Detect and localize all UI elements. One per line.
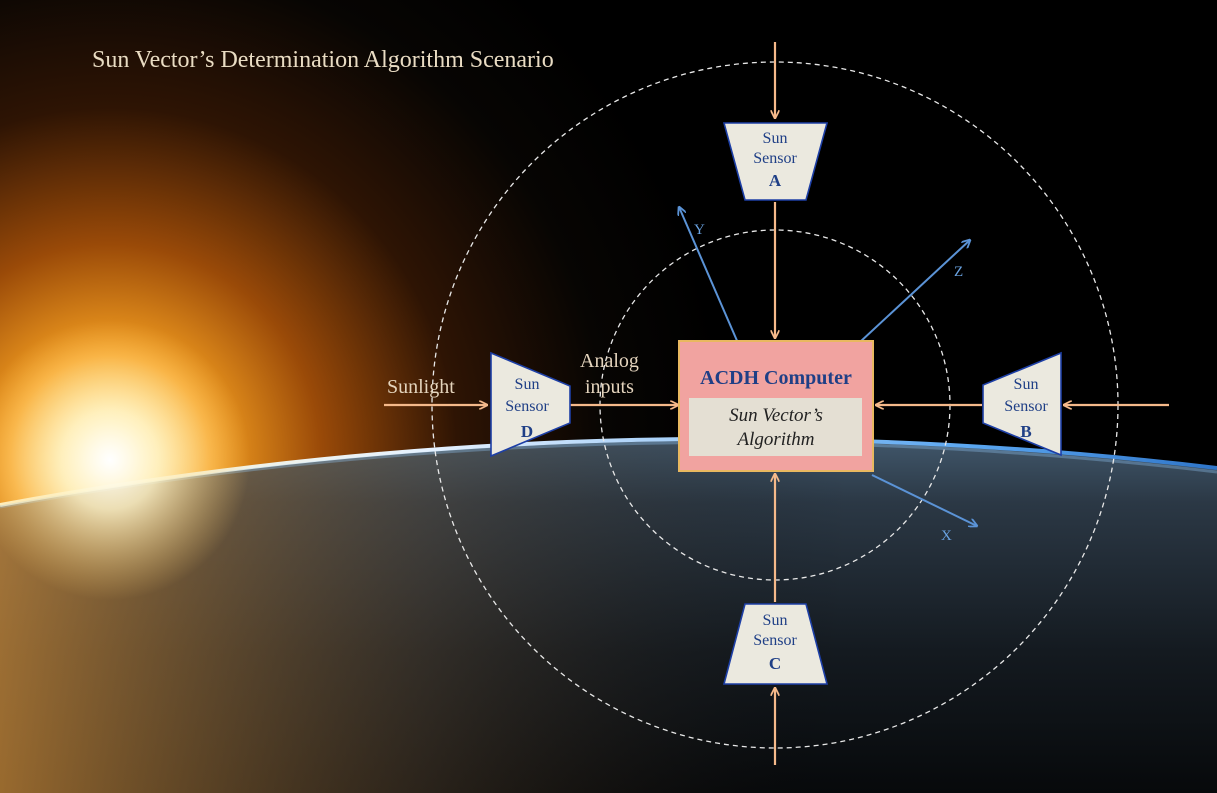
algorithm-label-line2: Algorithm <box>735 429 814 450</box>
algorithm-label-line1: Sun Vector’s <box>729 405 823 426</box>
sun-sensor-a: Sun Sensor A <box>722 122 829 201</box>
sun-glow <box>0 320 250 600</box>
diagram-title: Sun Vector’s Determination Algorithm Sce… <box>92 47 554 73</box>
sensor-c-label-line2: Sensor <box>753 632 797 649</box>
sensor-d-id: D <box>521 422 533 441</box>
y-axis-label: Y <box>694 222 705 238</box>
sensor-b-id: B <box>1020 422 1031 441</box>
sun-sensor-b: Sun Sensor B <box>982 351 1062 457</box>
sensor-a-id: A <box>769 171 782 190</box>
sensor-d-body <box>490 351 571 458</box>
sensor-b-label-line2: Sensor <box>1004 398 1048 415</box>
earth-sunlit-glow <box>0 438 1217 793</box>
sensor-c-body <box>722 603 829 685</box>
sensor-b-label-line1: Sun <box>1014 376 1039 393</box>
acdh-computer: ACDH Computer Sun Vector’s Algorithm <box>678 340 874 472</box>
sensor-d-label-line2: Sensor <box>505 398 549 415</box>
sensor-a-label-line1: Sun <box>763 130 788 147</box>
x-axis-arrow <box>871 474 977 526</box>
y-axis-arrow <box>679 207 739 344</box>
analog-inputs-label-line1: Analog <box>580 350 639 372</box>
sun-sensor-c: Sun Sensor C <box>722 603 829 685</box>
sunlight-label: Sunlight <box>387 376 455 398</box>
z-axis-label: Z <box>954 264 963 280</box>
sensor-a-label-line2: Sensor <box>753 150 797 167</box>
computer-title: ACDH Computer <box>700 367 852 389</box>
sensor-a-body <box>722 122 829 201</box>
analog-inputs-label-line2: inputs <box>585 376 634 398</box>
algorithm-box <box>689 398 862 456</box>
sensor-b-body <box>982 351 1062 457</box>
sensor-d-label-line1: Sun <box>515 376 540 393</box>
z-axis-arrow <box>859 240 970 343</box>
x-axis-label: X <box>941 528 952 544</box>
sun-sensor-d: Sun Sensor D <box>490 351 571 458</box>
sensor-c-id: C <box>769 654 781 673</box>
sensor-c-label-line1: Sun <box>763 612 788 629</box>
